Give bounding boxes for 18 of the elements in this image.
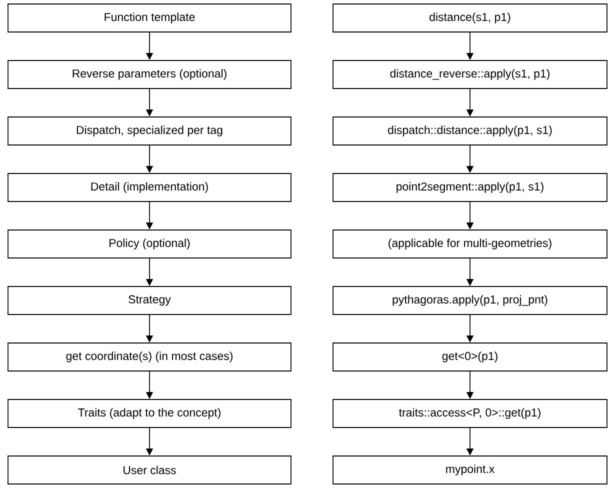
process-box: Reverse parameters (optional) [8,60,292,89]
process-box: mypoint.x [332,456,608,484]
process-box: User class [8,456,292,484]
process-box: distance(s1, p1) [332,4,608,32]
process-box: dispatch::distance::apply(p1, s1) [332,116,608,146]
process-box: Detail (implementation) [8,173,292,202]
process-box: get coordinate(s) (in most cases) [8,342,292,372]
process-box: Strategy [8,286,292,315]
process-box: get<0>(p1) [332,342,608,372]
process-box: pythagoras.apply(p1, proj_pnt) [332,286,608,315]
process-box: Dispatch, specialized per tag [8,116,292,146]
process-box: traits::access<P, 0>::get(p1) [332,399,608,428]
process-box: Function template [8,4,292,32]
process-box: Policy (optional) [8,230,292,258]
process-box: (applicable for multi-geometries) [332,230,608,258]
process-box: distance_reverse::apply(s1, p1) [332,60,608,89]
process-box: point2segment::apply(p1, s1) [332,173,608,202]
process-box: Traits (adapt to the concept) [8,399,292,428]
